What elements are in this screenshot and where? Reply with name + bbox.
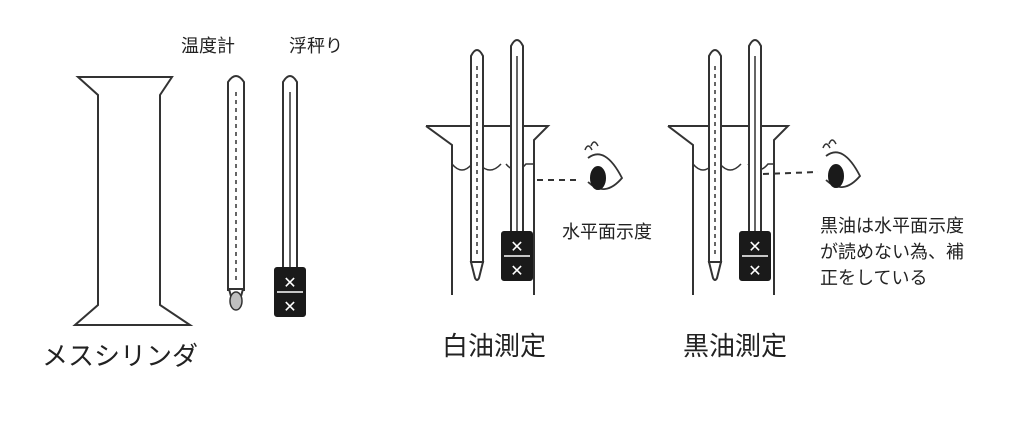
hydrometer-mark-1: ✕	[283, 273, 296, 292]
eye-icon	[822, 139, 862, 188]
white-oil-setup	[425, 39, 578, 295]
black-oil-mark-1: ✕	[748, 237, 761, 256]
eye-icon	[584, 141, 624, 190]
thermometer	[227, 75, 245, 311]
cylinder-label: メスシリンダ	[42, 342, 199, 372]
black-oil-note: 黒油は水平面示度 が読めない為、補 正をしている	[820, 216, 964, 289]
measuring-cylinder	[72, 76, 194, 326]
white-oil-mark-2: ✕	[510, 261, 523, 280]
horizontal-reading-label: 水平面示度	[562, 222, 652, 243]
white-oil-mark-1: ✕	[510, 237, 523, 256]
black-oil-label: 黒油測定	[683, 332, 788, 362]
thermometer-label: 温度計	[181, 36, 235, 57]
black-oil-setup	[667, 39, 819, 295]
white-oil-label: 白油測定	[442, 332, 547, 362]
hydrometer-label: 浮秤り	[289, 36, 343, 57]
hydrometer-mark-2: ✕	[283, 297, 296, 316]
black-oil-mark-2: ✕	[748, 261, 761, 280]
